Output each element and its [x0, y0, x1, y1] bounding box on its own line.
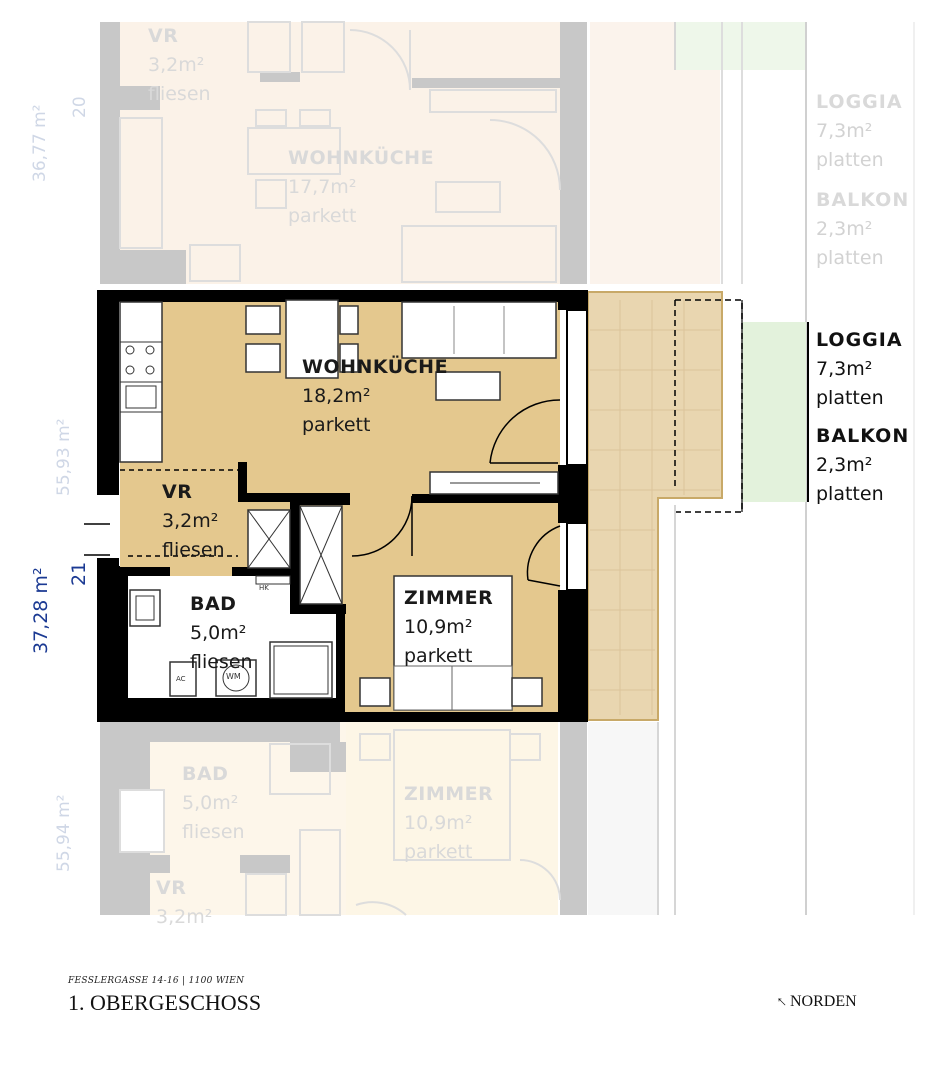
- room-name: BAD: [190, 593, 237, 615]
- north-indicator: ↑NORDEN: [773, 993, 857, 1011]
- outdoor-label-balkon: BALKON 2,3m² platten: [816, 422, 909, 509]
- room-label-lower-vr: VR 3,2m²: [156, 874, 212, 928]
- side-area-upper: 55,93 m²: [54, 418, 74, 496]
- toilet-label: AC: [176, 675, 186, 683]
- outdoor-name: LOGGIA: [816, 91, 903, 113]
- outdoor-area: 2,3m²: [816, 454, 873, 476]
- room-name: VR: [148, 25, 179, 47]
- north-label: NORDEN: [790, 993, 857, 1010]
- room-floor: fliesen: [162, 539, 225, 561]
- room-label-upper-vr: VR 3,2m² fliesen: [148, 22, 211, 109]
- floor-title: 1. OBERGESCHOSS: [68, 990, 262, 1015]
- room-floor: parkett: [404, 645, 473, 667]
- room-floor: fliesen: [182, 821, 245, 843]
- balcony-area: [588, 292, 722, 720]
- side-area-lower: 55,94 m²: [54, 794, 74, 872]
- outdoor-label-loggia: LOGGIA 7,3m² platten: [816, 326, 903, 413]
- room-label-wohnkueche: WOHNKÜCHE 18,2m² parkett: [302, 353, 448, 440]
- room-floor: parkett: [288, 205, 357, 227]
- room-name: WOHNKÜCHE: [288, 147, 435, 169]
- room-name: VR: [156, 877, 187, 899]
- room-area: 3,2m²: [148, 54, 205, 76]
- address: FESSLERGASSE 14-16 | 1100 WIEN: [68, 976, 245, 986]
- unit-area-upper: 36,77 m²: [30, 104, 50, 182]
- room-name: VR: [162, 481, 193, 503]
- unit-number-upper: 20: [70, 96, 90, 118]
- room-floor: parkett: [302, 414, 371, 436]
- green-strip: [742, 322, 806, 502]
- outdoor-name: BALKON: [816, 189, 910, 211]
- outdoor-name: LOGGIA: [816, 329, 903, 351]
- main-unit: [84, 290, 809, 722]
- room-label-lower-bad: BAD 5,0m² fliesen: [182, 760, 245, 847]
- heater-label: HK: [259, 584, 269, 592]
- room-area: 10,9m²: [404, 616, 473, 638]
- room-name: BAD: [182, 763, 229, 785]
- outdoor-floor: platten: [816, 483, 884, 505]
- outdoor-area: 7,3m²: [816, 358, 873, 380]
- room-area: 3,2m²: [162, 510, 219, 532]
- room-label-zimmer: ZIMMER 10,9m² parkett: [404, 584, 493, 671]
- outdoor-floor: platten: [816, 149, 884, 171]
- room-label-upper-kitchen: WOHNKÜCHE 17,7m² parkett: [288, 144, 434, 231]
- room-area: 17,7m²: [288, 176, 357, 198]
- unit-area-main: 37,28 m²: [30, 567, 52, 654]
- room-area: 10,9m²: [404, 812, 473, 834]
- outdoor-area: 7,3m²: [816, 120, 873, 142]
- outdoor-area: 2,3m²: [816, 218, 873, 240]
- room-floor: parkett: [404, 841, 473, 863]
- room-area: 3,2m²: [156, 906, 213, 928]
- room-floor: fliesen: [148, 83, 211, 105]
- room-name: WOHNKÜCHE: [302, 356, 449, 378]
- room-area: 5,0m²: [190, 622, 247, 644]
- outdoor-label-upper-balkon: BALKON 2,3m² platten: [816, 186, 909, 273]
- room-area: 18,2m²: [302, 385, 371, 407]
- room-area: 5,0m²: [182, 792, 239, 814]
- room-floor: fliesen: [190, 651, 253, 673]
- outdoor-floor: platten: [816, 247, 884, 269]
- room-label-vr: VR 3,2m² fliesen: [162, 478, 225, 565]
- room-name: ZIMMER: [404, 587, 494, 609]
- room-label-lower-zimmer: ZIMMER 10,9m² parkett: [404, 780, 493, 867]
- outdoor-label-upper-loggia: LOGGIA 7,3m² platten: [816, 88, 903, 175]
- room-name: ZIMMER: [404, 783, 494, 805]
- outdoor-name: BALKON: [816, 425, 910, 447]
- unit-number-main: 21: [68, 561, 90, 586]
- washing-machine-label: WM: [226, 672, 241, 681]
- outdoor-floor: platten: [816, 387, 884, 409]
- faded-lower-unit: [100, 505, 676, 916]
- room-label-bad: BAD 5,0m² fliesen: [190, 590, 253, 677]
